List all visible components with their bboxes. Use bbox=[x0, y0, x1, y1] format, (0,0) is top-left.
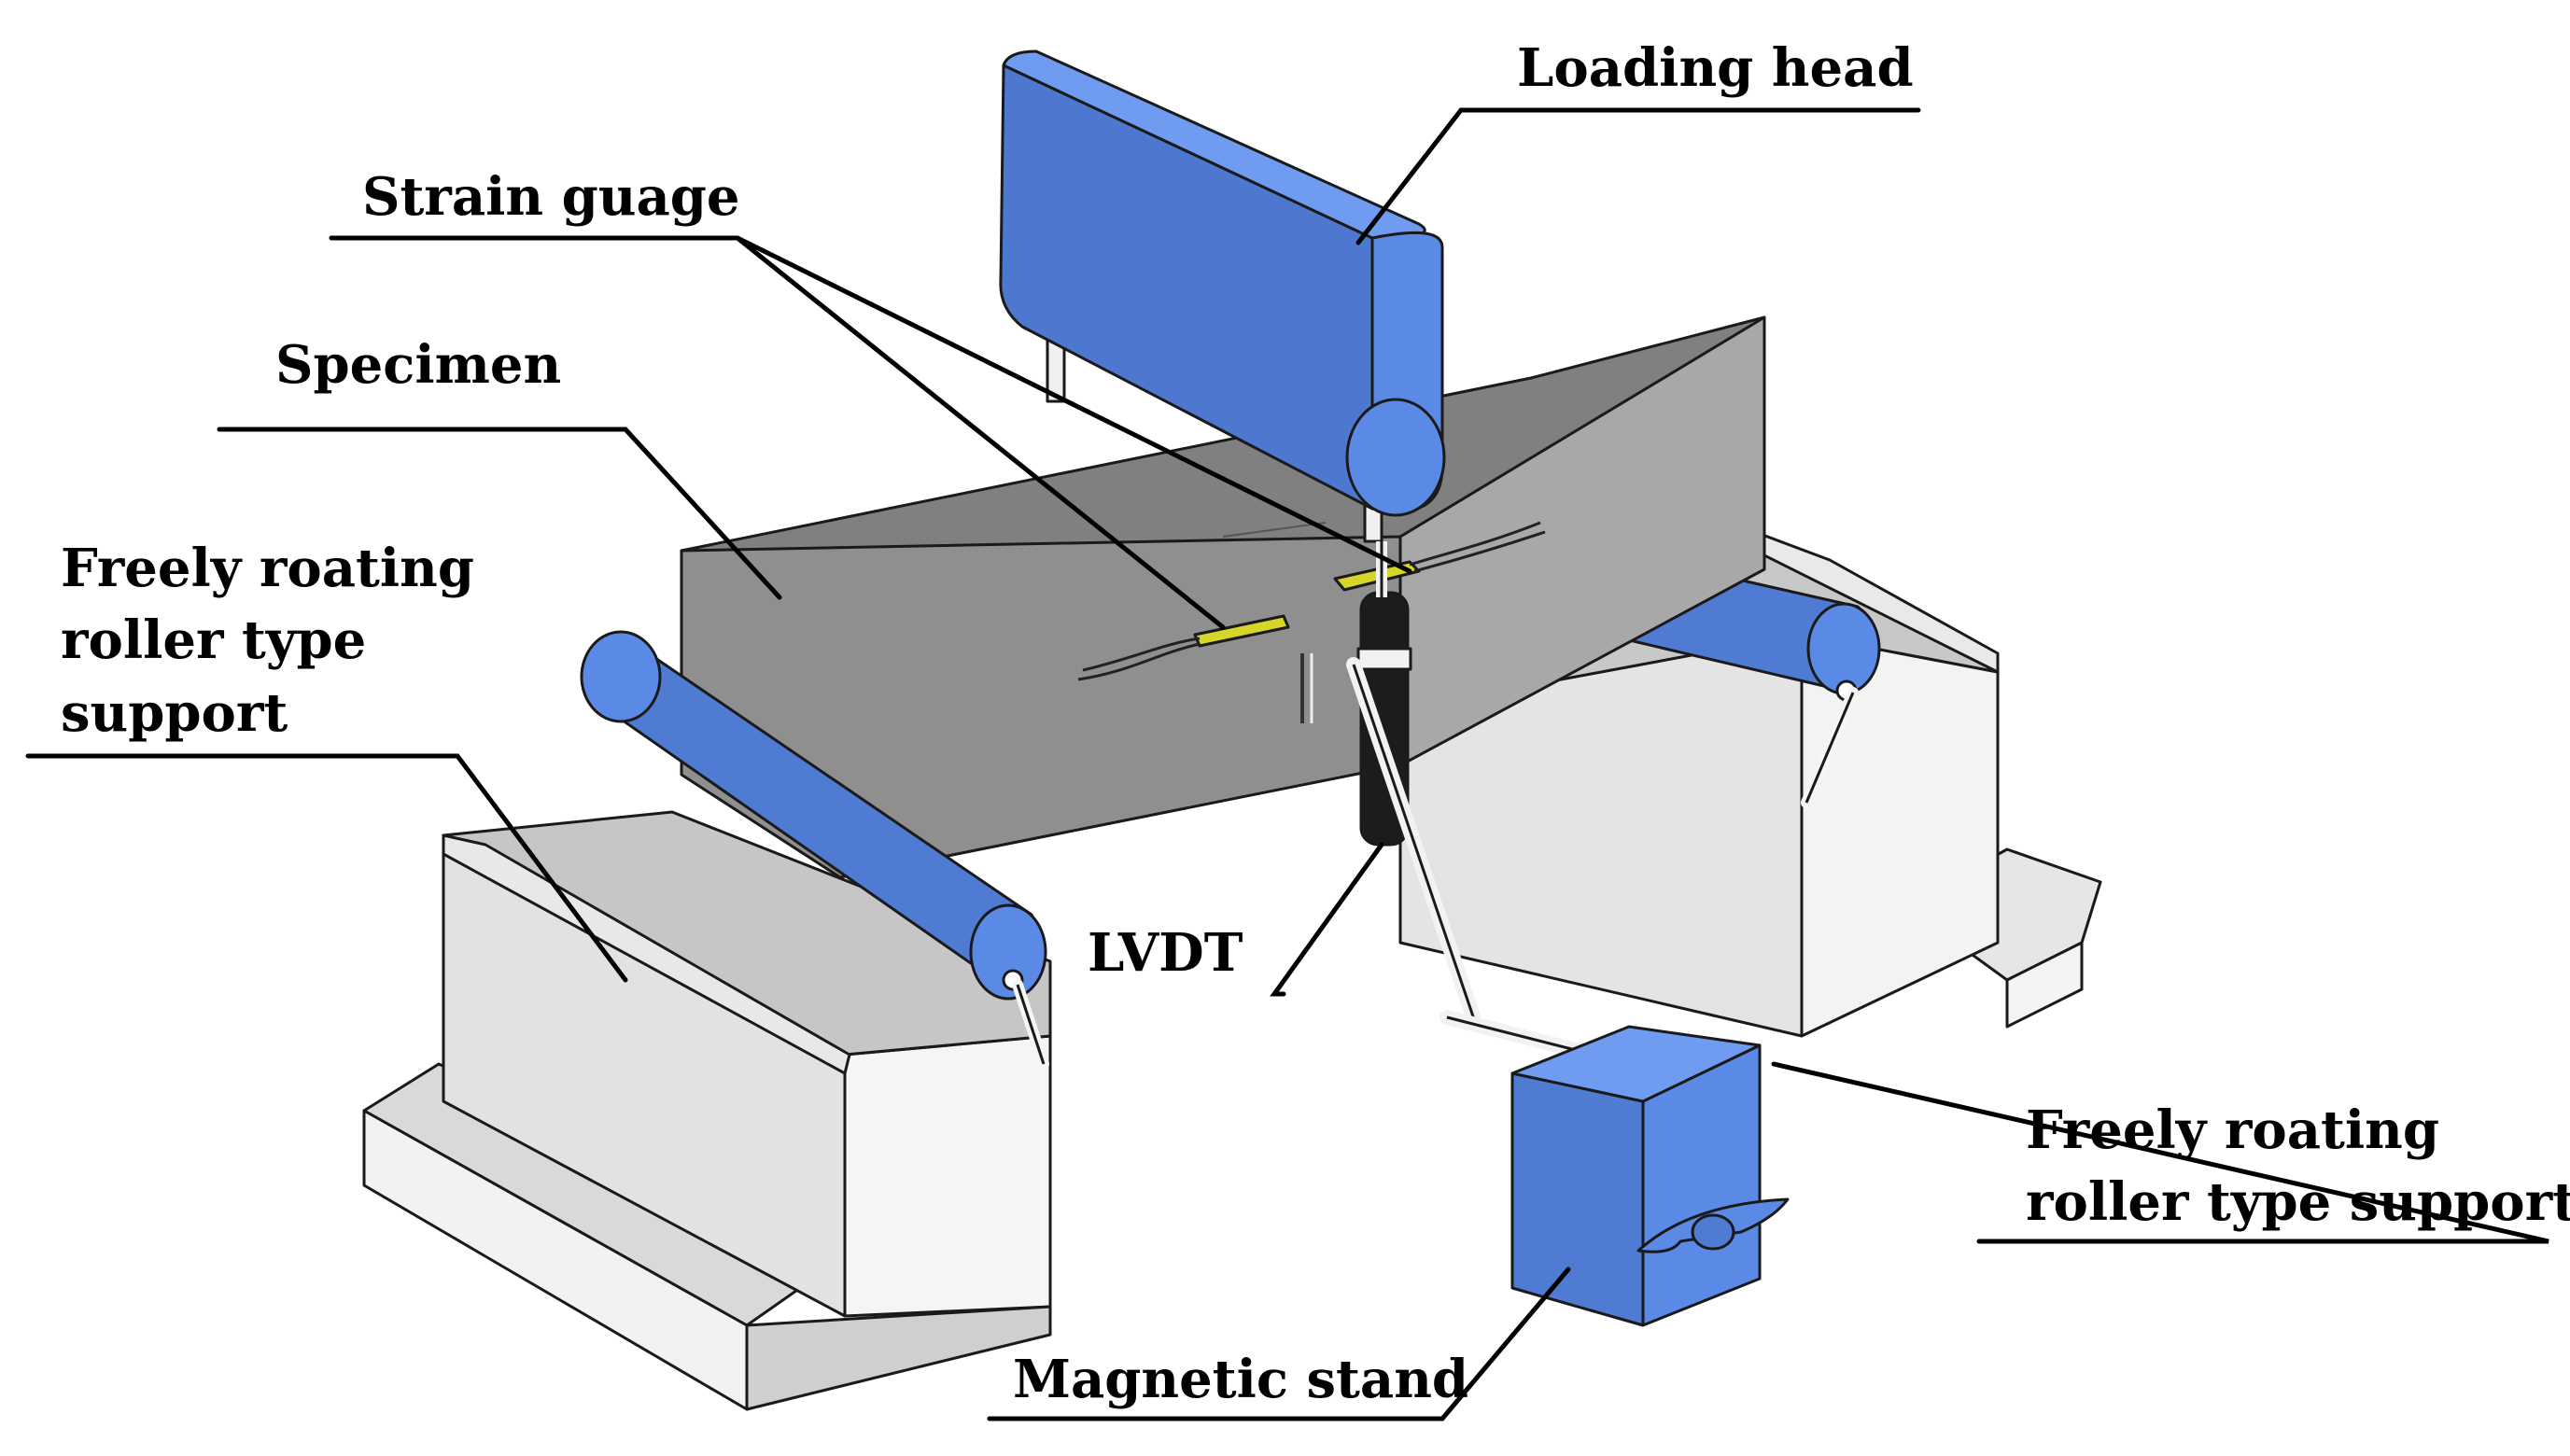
label-left-support-line-1: Freely roating bbox=[61, 538, 474, 599]
left-roller bbox=[580, 630, 1049, 1070]
label-right-support-line-2: roller type support bbox=[2026, 1171, 2570, 1233]
label-left-support-line-3: support bbox=[61, 682, 288, 744]
loading-head bbox=[999, 49, 1446, 543]
specimen-beam bbox=[680, 315, 1766, 879]
label-left-support-line-2: roller type bbox=[61, 609, 366, 671]
label-loading-head: Loading head bbox=[1517, 37, 1914, 99]
label-magnetic-stand: Magnetic stand bbox=[1013, 1349, 1468, 1410]
label-specimen: Specimen bbox=[275, 334, 561, 396]
left-support bbox=[362, 810, 1052, 1411]
magnetic-stand bbox=[1346, 657, 1790, 1327]
strain-gauge-front bbox=[1077, 614, 1290, 681]
label-lvdt: LVDT bbox=[1088, 922, 1243, 984]
label-strain-gauge: Strain guage bbox=[362, 166, 740, 228]
label-right-support-line-1: Freely roating bbox=[2026, 1099, 2439, 1161]
leader-lines bbox=[25, 107, 2549, 1421]
